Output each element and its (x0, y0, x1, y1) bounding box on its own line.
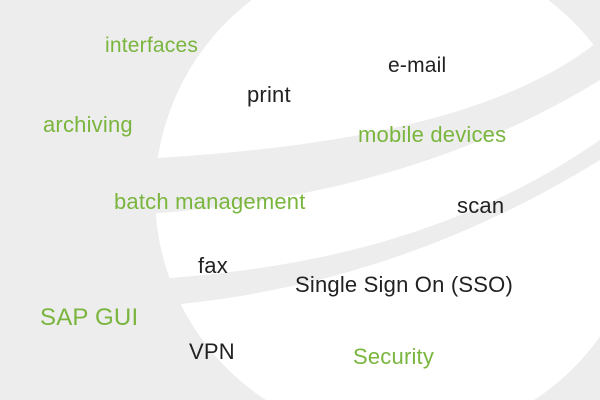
word-print: print (247, 82, 291, 107)
word-interfaces: interfaces (105, 34, 199, 57)
word-scan: scan (457, 193, 505, 218)
word-vpn: VPN (189, 339, 235, 364)
globe-lower-band (170, 160, 600, 400)
word-sap-gui: SAP GUI (40, 304, 139, 331)
globe-upper-segment (155, 0, 600, 160)
word-sso: Single Sign On (SSO) (295, 272, 513, 297)
word-archiving: archiving (43, 112, 133, 137)
globe-middle-band (155, 80, 600, 280)
word-mobile-devices: mobile devices (358, 122, 507, 147)
word-email: e-mail (388, 54, 447, 77)
word-fax: fax (198, 253, 228, 278)
word-batch-management: batch management (114, 189, 306, 214)
word-security: Security (353, 344, 435, 369)
